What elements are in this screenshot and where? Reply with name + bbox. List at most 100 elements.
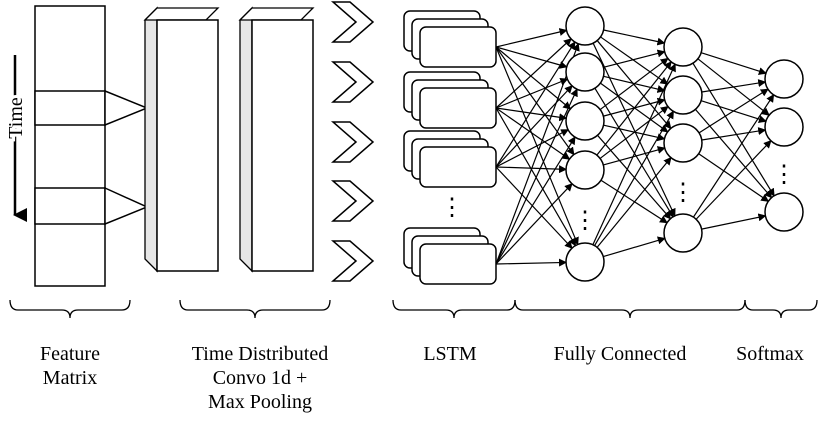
connection-fc — [603, 29, 666, 46]
connection-fc — [592, 42, 676, 217]
chevron-arrow-2 — [330, 61, 375, 103]
connection-softmax — [701, 127, 767, 141]
label-feature-matrix-line-2: Matrix — [42, 367, 98, 389]
connection-softmax — [698, 88, 769, 134]
connection-fc — [596, 61, 672, 156]
connection-softmax — [700, 52, 767, 75]
label-softmax: Softmax — [736, 343, 804, 365]
feature-window-1 — [34, 90, 106, 126]
connection-lstm — [495, 129, 570, 168]
lstm-stack-3 — [403, 130, 497, 188]
brace-softmax — [744, 299, 818, 319]
label-feature-matrix-line-1: Feature — [40, 343, 100, 365]
time-label: Time — [5, 97, 27, 139]
chevron-arrow-5 — [330, 240, 375, 282]
label-time-distributed: Time Distributed Convo 1d + Max Pooling — [170, 342, 350, 414]
connection-lstm — [495, 28, 568, 48]
feature-window-2 — [34, 187, 106, 225]
connection-lstm — [495, 41, 576, 168]
chevron-arrow-3 — [330, 121, 375, 163]
chevron-arrow-1 — [330, 1, 375, 43]
softmax-node-3 — [764, 192, 804, 232]
label-feature-matrix: Feature Matrix — [20, 342, 120, 390]
lstm-stack-1 — [403, 10, 497, 68]
connection-lstm — [495, 46, 575, 156]
connection-fc — [599, 105, 669, 159]
lstm-stack-2 — [403, 71, 497, 129]
brace-fully-connected — [514, 299, 746, 319]
connection-fc — [603, 236, 666, 258]
fc2-node-1 — [663, 27, 703, 67]
connection-lstm — [495, 38, 572, 109]
lstm-cell — [419, 87, 497, 129]
label-lstm: LSTM — [423, 343, 477, 365]
connection-fc — [597, 134, 672, 220]
lstm-cell — [419, 243, 497, 285]
brace-lstm — [392, 299, 516, 319]
connection-softmax — [692, 62, 775, 197]
connection-lstm — [495, 107, 577, 247]
fc2-node-4 — [663, 213, 703, 253]
fc1-node-2 — [565, 52, 605, 92]
conv-box-1 — [143, 6, 220, 273]
connection-softmax — [701, 213, 767, 230]
softmax-dots: ⋮ — [772, 162, 796, 188]
connection-fc — [599, 57, 669, 111]
fc1-node-5 — [565, 242, 605, 282]
brace-feature-matrix — [9, 299, 131, 319]
lstm-stacks — [403, 10, 497, 285]
time-axis: Time — [2, 55, 30, 222]
fc1-node-3 — [565, 101, 605, 141]
connection-fc — [596, 156, 672, 248]
connection-fc — [600, 36, 669, 85]
feature-matrix — [34, 5, 149, 287]
connection-lstm — [495, 183, 573, 265]
connection-lstm — [495, 166, 573, 249]
braces — [9, 299, 818, 319]
connection-softmax — [698, 153, 770, 202]
connection-lstm — [495, 88, 578, 265]
connection-fc — [603, 146, 666, 166]
label-time-distributed-line-1: Time Distributed — [191, 343, 329, 365]
connection-fc — [594, 110, 674, 246]
label-time-distributed-line-3: Max Pooling — [208, 391, 312, 413]
fc1-dots: ⋮ — [573, 208, 597, 234]
connection-fc — [594, 87, 674, 218]
label-fully-connected: Fully Connected — [553, 343, 687, 365]
connection-lstm — [495, 107, 568, 122]
connection-fc — [592, 63, 676, 245]
softmax-node-1 — [764, 59, 804, 99]
connection-lstm — [495, 165, 568, 174]
label-time-distributed-line-2: Convo 1d + — [212, 367, 308, 389]
connection-lstm — [495, 42, 580, 265]
chevron-arrows — [330, 1, 375, 282]
connection-softmax — [695, 140, 772, 220]
connection-softmax — [701, 79, 767, 93]
connection-fc — [603, 49, 666, 68]
connection-lstm — [495, 136, 576, 265]
softmax-node-2 — [764, 107, 804, 147]
lstm-cell — [419, 26, 497, 68]
connection-lstm — [495, 46, 568, 69]
window-projection-1 — [104, 89, 149, 127]
brace-time-distributed — [179, 299, 331, 319]
connection-softmax — [694, 108, 773, 199]
lstm-stack-4 — [403, 227, 497, 285]
fc2-node-3 — [663, 123, 703, 163]
nodes — [565, 6, 804, 282]
lstm-cell — [419, 146, 497, 188]
lstm-dots: ⋮ — [440, 195, 464, 221]
connection-lstm — [495, 107, 571, 160]
connection-softmax — [692, 94, 775, 218]
fc1-node-4 — [565, 150, 605, 190]
fc2-node-2 — [663, 75, 703, 115]
fc2-dots: ⋮ — [671, 180, 695, 206]
connection-lstm — [495, 258, 568, 267]
fc1-node-1 — [565, 6, 605, 46]
connection-lstm — [495, 78, 569, 109]
window-projection-2 — [104, 186, 149, 226]
connection-lstm — [495, 85, 573, 168]
conv-box-2 — [238, 6, 315, 273]
connection-fc — [600, 179, 668, 224]
